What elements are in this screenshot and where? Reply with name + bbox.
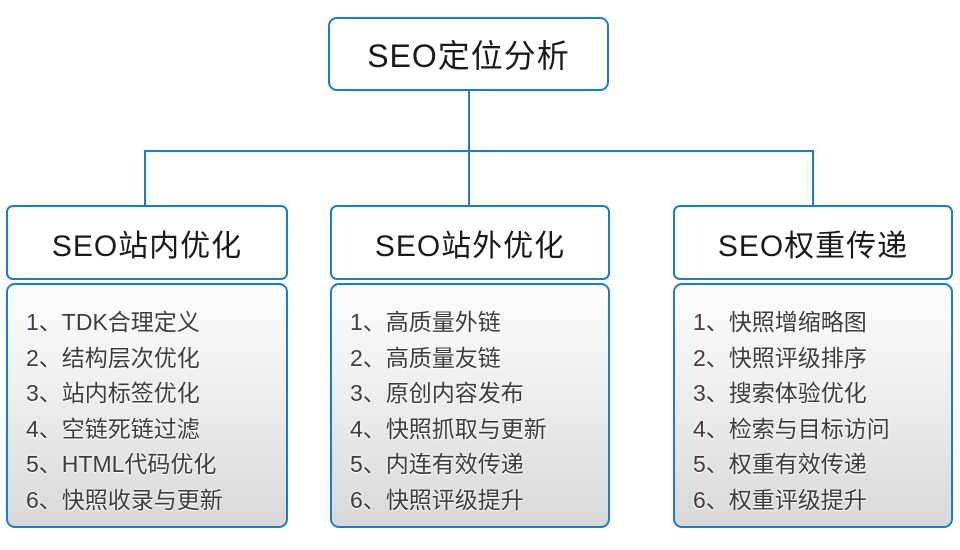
branch-list-offsite: 1、高质量外链 2、高质量友链 3、原创内容发布 4、快照抓取与更新 5、内连有… [330, 283, 610, 528]
list-item: 2、快照评级排序 [693, 344, 867, 371]
connector-trunk-line [144, 150, 814, 152]
branch-title: SEO权重传递 [717, 229, 909, 263]
branch-onsite-optimization: SEO站内优化 1、TDK合理定义 2、结构层次优化 3、站内标签优化 4、空链… [6, 205, 288, 530]
connector-drop-middle [468, 151, 470, 206]
list-item: 4、空链死链过滤 [26, 415, 200, 442]
connector-drop-right [812, 151, 814, 206]
branch-offsite-optimization: SEO站外优化 1、高质量外链 2、高质量友链 3、原创内容发布 4、快照抓取与… [330, 205, 610, 530]
list-item: 2、结构层次优化 [26, 344, 200, 371]
list-item: 6、快照评级提升 [350, 486, 524, 513]
branch-weight-transfer: SEO权重传递 1、快照增缩略图 2、快照评级排序 3、搜索体验优化 4、检索与… [673, 205, 953, 530]
branch-title: SEO站内优化 [51, 229, 243, 263]
branch-header-weight: SEO权重传递 [673, 205, 953, 280]
connector-root-drop [468, 91, 470, 151]
list-item: 5、权重有效传递 [693, 451, 867, 477]
list-item: 3、原创内容发布 [350, 380, 524, 406]
list-item: 5、内连有效传递 [350, 451, 524, 477]
branch-header-onsite: SEO站内优化 [6, 205, 288, 280]
branch-header-offsite: SEO站外优化 [330, 205, 610, 280]
list-item: 4、检索与目标访问 [693, 415, 890, 442]
root-node-seo-positioning: SEO定位分析 [328, 17, 609, 91]
connector-drop-left [144, 151, 146, 206]
list-item: 1、TDK合理定义 [26, 309, 200, 335]
list-item: 6、快照收录与更新 [26, 486, 223, 513]
list-item: 6、权重评级提升 [693, 486, 867, 513]
list-item: 2、高质量友链 [350, 344, 501, 371]
list-item: 1、高质量外链 [350, 309, 501, 335]
list-item: 5、HTML代码优化 [26, 451, 217, 477]
branch-list-weight: 1、快照增缩略图 2、快照评级排序 3、搜索体验优化 4、检索与目标访问 5、权… [673, 283, 953, 528]
branch-list-onsite: 1、TDK合理定义 2、结构层次优化 3、站内标签优化 4、空链死链过滤 5、H… [6, 283, 288, 528]
root-node-label: SEO定位分析 [367, 38, 570, 74]
list-item: 1、快照增缩略图 [693, 309, 867, 335]
list-item: 3、搜索体验优化 [693, 380, 867, 406]
list-item: 3、站内标签优化 [26, 380, 200, 406]
branch-title: SEO站外优化 [374, 229, 566, 263]
list-item: 4、快照抓取与更新 [350, 415, 547, 442]
